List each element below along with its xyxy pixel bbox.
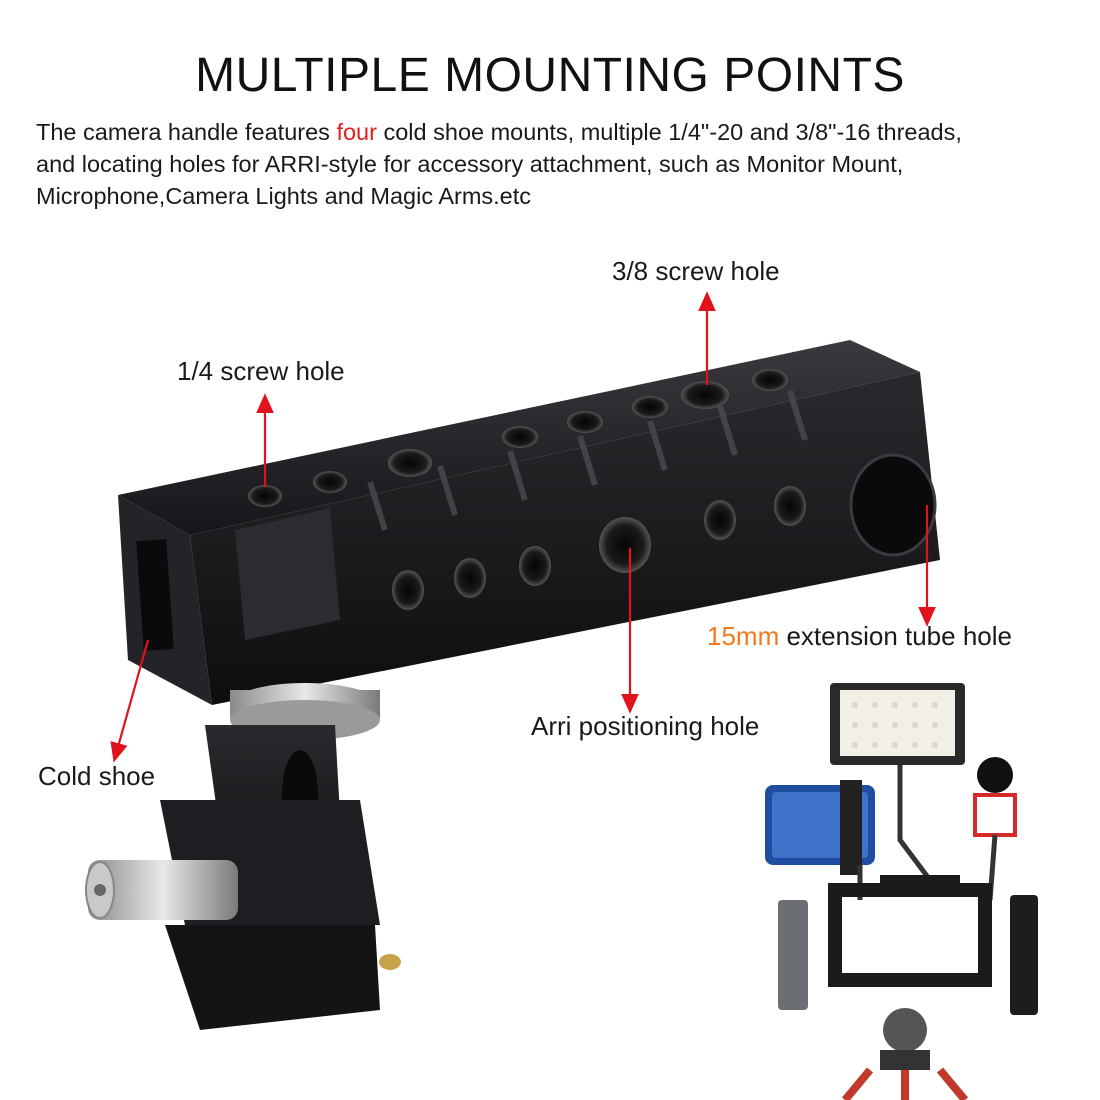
page-title: MULTIPLE MOUNTING POINTS — [195, 49, 905, 102]
label-screw-1-4: 1/4 screw hole — [177, 356, 345, 386]
camera-handle — [118, 340, 940, 705]
callout-arrows — [110, 291, 936, 763]
description-text: The camera handle features — [36, 119, 337, 145]
description-text: Microphone,Camera Lights and Magic Arms.… — [36, 183, 532, 209]
arrow-cold-shoe — [110, 639, 150, 763]
label-arri-hole: Arri positioning hole — [531, 711, 760, 741]
label-tube-hole: 15mm extension tube hole — [707, 621, 1012, 652]
description: The camera handle features four cold sho… — [36, 116, 1076, 212]
description-text: cold shoe mounts, multiple 1/4"-20 and 3… — [376, 119, 962, 145]
label-tube-size: 15mm — [707, 621, 780, 651]
rod-clamp — [85, 725, 401, 1030]
rig-photo — [765, 683, 1038, 1100]
label-cold-shoe: Cold shoe — [38, 761, 156, 791]
description-text: and locating holes for ARRI-style for ac… — [36, 151, 904, 177]
description-highlight: four — [336, 119, 377, 145]
label-screw-3-8: 3/8 screw hole — [612, 256, 780, 286]
label-tube-text: extension tube hole — [779, 621, 1012, 651]
